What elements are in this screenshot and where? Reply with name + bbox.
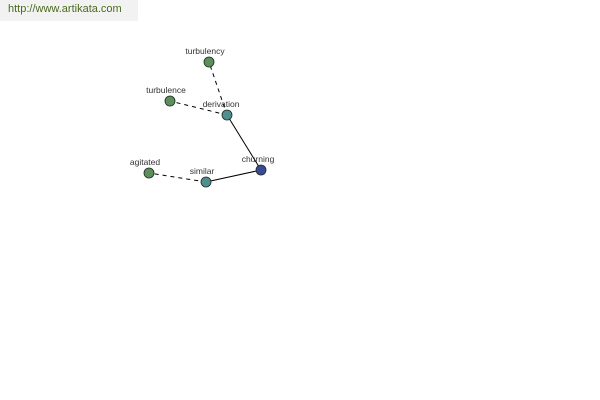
graph-nodes: churning derivation similar turbulency turbu…	[130, 46, 275, 188]
edge-derivation-turbulence	[169, 100, 228, 116]
node-turbulency[interactable]	[203, 56, 215, 68]
edge-similar-agitated	[148, 172, 207, 183]
node-label-turbulence[interactable]: turbulence	[146, 85, 186, 95]
edge-churning-derivation	[226, 114, 262, 171]
url-link[interactable]: http://www.artikata.com	[8, 3, 122, 15]
node-label-similar[interactable]: similar	[190, 166, 215, 176]
edge-churning-similar	[205, 169, 262, 183]
edge-derivation-turbulency	[208, 61, 228, 116]
node-label-agitated[interactable]: agitated	[130, 157, 161, 167]
node-agitated[interactable]	[143, 167, 155, 179]
node-label-turbulency[interactable]: turbulency	[185, 46, 225, 56]
graph-edges	[148, 61, 262, 183]
node-turbulence[interactable]	[164, 95, 176, 107]
node-derivation[interactable]	[221, 109, 233, 121]
node-churning[interactable]	[255, 164, 267, 176]
url-banner[interactable]: http://www.artikata.com	[0, 0, 138, 21]
node-label-derivation[interactable]: derivation	[203, 99, 240, 109]
node-similar[interactable]	[200, 176, 212, 188]
node-label-churning[interactable]: churning	[242, 154, 275, 164]
